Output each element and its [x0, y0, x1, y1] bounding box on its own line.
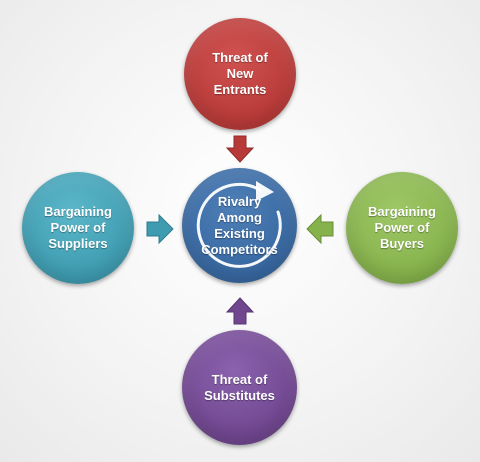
arrow-up-icon — [225, 297, 255, 325]
rivalry-among-existing-competitors-circle: Rivalry Among Existing Competitors — [182, 168, 297, 283]
threat-of-new-entrants-label: Threat of New Entrants — [212, 50, 268, 97]
bargaining-power-of-buyers-circle: Bargaining Power of Buyers — [346, 172, 458, 284]
arrow-down-icon — [225, 135, 255, 163]
threat-of-new-entrants-circle: Threat of New Entrants — [184, 18, 296, 130]
rivalry-among-existing-competitors-label: Rivalry Among Existing Competitors — [201, 193, 278, 257]
bargaining-power-of-suppliers-label: Bargaining Power of Suppliers — [44, 204, 112, 251]
threat-of-substitutes-label: Threat of Substitutes — [204, 371, 275, 403]
arrow-left-icon — [306, 213, 334, 245]
bargaining-power-of-suppliers-circle: Bargaining Power of Suppliers — [22, 172, 134, 284]
bargaining-power-of-buyers-label: Bargaining Power of Buyers — [368, 204, 436, 251]
threat-of-substitutes-circle: Threat of Substitutes — [182, 330, 297, 445]
arrow-right-icon — [146, 213, 174, 245]
